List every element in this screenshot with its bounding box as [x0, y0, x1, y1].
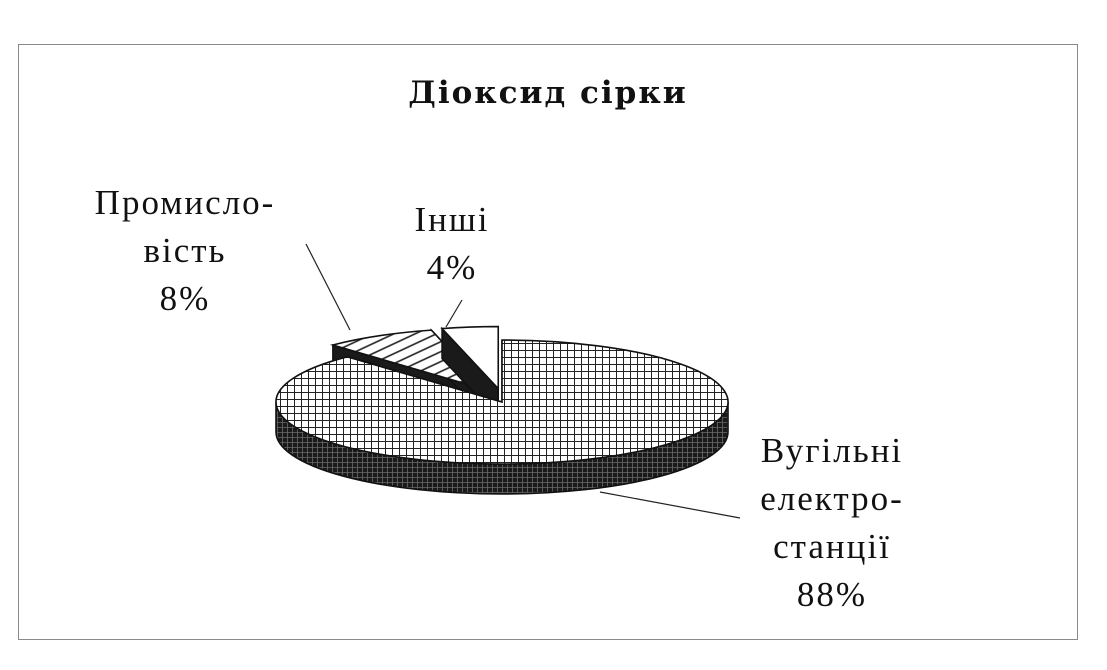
slice-label-0: Вугільні електро-станції 88% [760, 431, 903, 614]
pie-slice-top-2 [440, 325, 500, 391]
slice-name-label-0: електро- [760, 479, 903, 518]
slice-value-label-2: 4% [427, 248, 478, 287]
leader-line-2 [445, 299, 463, 328]
pie-slice-top-1 [329, 329, 491, 392]
chart-title: Діоксид сірки [408, 75, 687, 111]
slice-value-label-0: 88% [797, 575, 867, 614]
slice-name-label-0: Вугільні [761, 431, 903, 470]
slice-label-2: Інші 4% [414, 200, 489, 287]
slice-name-label-0: станції [773, 527, 891, 566]
slice-name-label-1: вість [143, 231, 226, 270]
pie-slice-0 [275, 339, 729, 495]
slice-name-label-1: Промисло- [95, 183, 276, 222]
slice-name-label-2: Інші [414, 200, 489, 239]
slice-value-label-1: 8% [160, 279, 211, 318]
leader-line-0 [599, 491, 741, 519]
slice-label-1: Промисло-вість 8% [95, 183, 276, 318]
pie-slice-top-0 [275, 339, 729, 465]
leader-line-1 [305, 243, 351, 331]
